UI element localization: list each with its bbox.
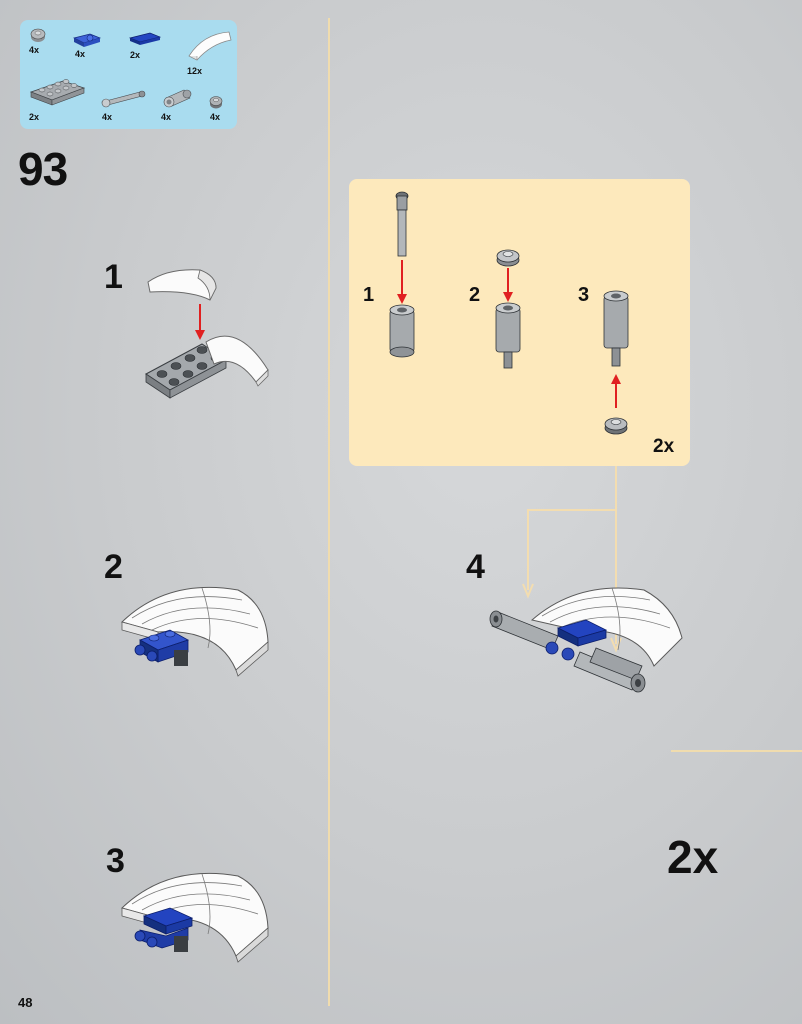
white-curved-slope-icon: [188, 31, 232, 61]
bar-with-pin-icon: [101, 90, 146, 108]
part-qty: 2x: [29, 112, 40, 122]
callout-step-2: 2: [469, 284, 481, 306]
callout-step-3: 3: [578, 284, 590, 306]
horizontal-divider: [671, 750, 802, 752]
sub-step-1-illustration: [145, 269, 269, 399]
part-qty: 4x: [210, 112, 221, 122]
sub-step-4: 4: [466, 548, 485, 586]
callout-illustrations: [389, 191, 629, 435]
round-plate-icon: [30, 28, 46, 42]
callout-step-1: 1: [363, 284, 375, 306]
sub-step-2: 2: [104, 548, 123, 586]
sub-step-2-illustration: [121, 587, 269, 677]
callout-multiplier: 2x: [653, 436, 675, 457]
step-number: 93: [18, 143, 68, 195]
repeat-multiplier: 2x: [667, 831, 719, 883]
part-qty: 4x: [161, 112, 172, 122]
sub-step-3: 3: [106, 842, 125, 880]
gray-cylinder-icon: [163, 89, 192, 108]
part-qty: 4x: [102, 112, 113, 122]
part-qty: 12x: [187, 66, 203, 76]
sub-step-4-illustration: [489, 587, 683, 693]
parts-list-box: 4x 4x 2x 12x 2x 4x 4x: [20, 20, 237, 129]
blue-clip-plate-icon: [72, 33, 102, 47]
vertical-divider: [328, 18, 330, 1006]
page-number: 48: [18, 995, 33, 1010]
blue-tile-icon: [128, 32, 162, 45]
part-qty: 2x: [130, 50, 141, 60]
gray-plate-2x4-icon: [29, 79, 86, 106]
sub-step-1: 1: [104, 258, 123, 296]
sub-step-3-illustration: [121, 873, 269, 963]
round-plate-small-icon: [209, 96, 223, 109]
part-qty: 4x: [29, 45, 40, 55]
part-qty: 4x: [75, 49, 86, 59]
